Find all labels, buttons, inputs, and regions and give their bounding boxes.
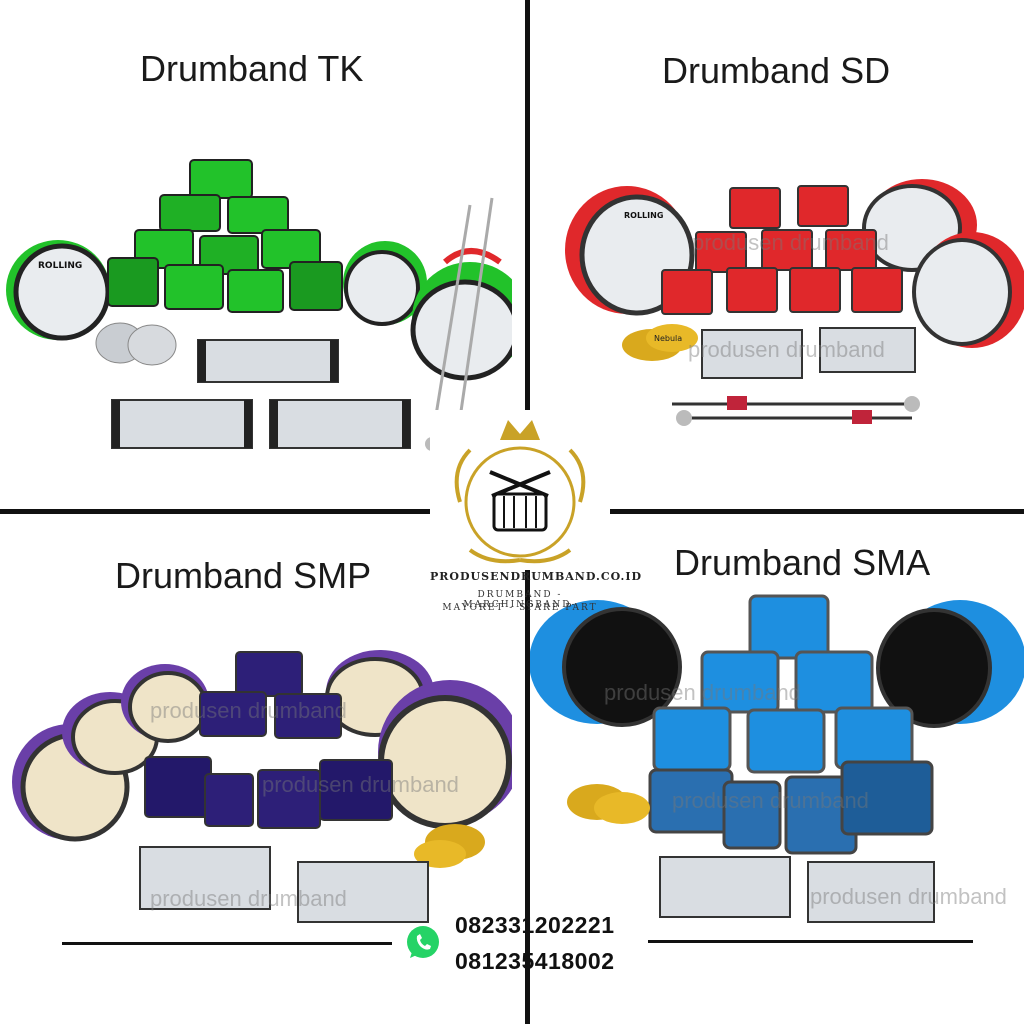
drumband-smp-set-illustration — [12, 650, 512, 923]
glockenspiel — [297, 861, 429, 923]
bass-drum — [121, 664, 209, 743]
quadrant-title-sma: Drumband SMA — [674, 542, 931, 583]
cymbal-pair: Nebula — [622, 324, 698, 361]
snare-drum-stack — [652, 594, 914, 774]
cymbal-pair — [567, 784, 650, 824]
bass-drum — [876, 600, 1024, 728]
watermark-text: produsen drumband — [688, 337, 885, 362]
quadrant-title-smp: Drumband SMP — [115, 555, 372, 596]
brand-tagline: MAYORET - SPARE PART — [442, 603, 598, 613]
watermark-text: produsen drumband — [692, 230, 889, 255]
snare-drum-stack — [107, 159, 343, 313]
bass-drum: ROLLING — [6, 240, 111, 341]
crown-drum-emblem-icon — [430, 410, 610, 570]
watermark-text: produsen drumband — [672, 788, 869, 813]
brand-tagline: DRUMBAND - MARCHINGBAND- — [463, 590, 577, 610]
watermark-text: produsen drumband — [262, 772, 459, 797]
watermark-text: produsen drumband — [150, 698, 347, 723]
quadrant-title-sd: Drumband SD — [662, 50, 891, 91]
drum-brand-label: ROLLING — [624, 211, 663, 220]
glockenspiel — [139, 846, 271, 910]
watermark-text: produsen drumband — [604, 680, 801, 705]
quadrant-drumband-smp: Drumband SMP — [0, 512, 512, 1024]
glockenspiel — [111, 399, 253, 449]
glockenspiel — [269, 399, 411, 449]
bass-drum — [343, 241, 427, 326]
glockenspiel — [819, 327, 916, 373]
bass-drum — [529, 600, 682, 727]
brand-logo: PRODUSENDRUMBAND.CO.ID DRUMBAND - MARCHI… — [430, 410, 643, 620]
drumband-tk-set-illustration: ROLLING — [6, 159, 512, 451]
mayoret-sticks — [672, 396, 920, 426]
whatsapp-icon — [407, 926, 439, 958]
glockenspiel — [197, 339, 339, 383]
glockenspiel — [807, 861, 935, 923]
brand-name: PRODUSENDRUMBAND.CO.ID — [430, 570, 643, 583]
drumband-sma-set-illustration — [529, 594, 1024, 923]
snare-drum-stack — [661, 185, 903, 315]
drum-brand-label: ROLLING — [38, 261, 82, 271]
glockenspiel — [659, 856, 791, 918]
tenor-drum-set — [144, 651, 393, 829]
contact-underline — [62, 942, 392, 945]
bass-drum — [410, 248, 512, 381]
bass-drum — [912, 232, 1024, 348]
quadrant-drumband-sd: Drumband SD ROLLING N — [512, 0, 1024, 512]
watermark-text: produsen drumband — [810, 884, 1007, 909]
quadrant-title-tk: Drumband TK — [140, 48, 364, 89]
contact-underline — [648, 940, 973, 943]
tenor-drum-set — [648, 760, 934, 855]
drumband-sd-set-illustration: ROLLING Nebula — [565, 179, 1024, 426]
cymbal-brand-label: Nebula — [654, 334, 682, 343]
quadrant-drumband-tk: Drumband TK ROLLING — [0, 0, 512, 512]
glockenspiel — [701, 329, 803, 379]
phone-number[interactable]: 082331202221 — [455, 912, 615, 938]
quadrant-drumband-sma: Drumband SMA — [512, 512, 1024, 1024]
phone-number[interactable]: 081235418002 — [455, 948, 615, 974]
cymbal-pair — [95, 322, 177, 366]
watermark-text: produsen drumband — [150, 886, 347, 911]
